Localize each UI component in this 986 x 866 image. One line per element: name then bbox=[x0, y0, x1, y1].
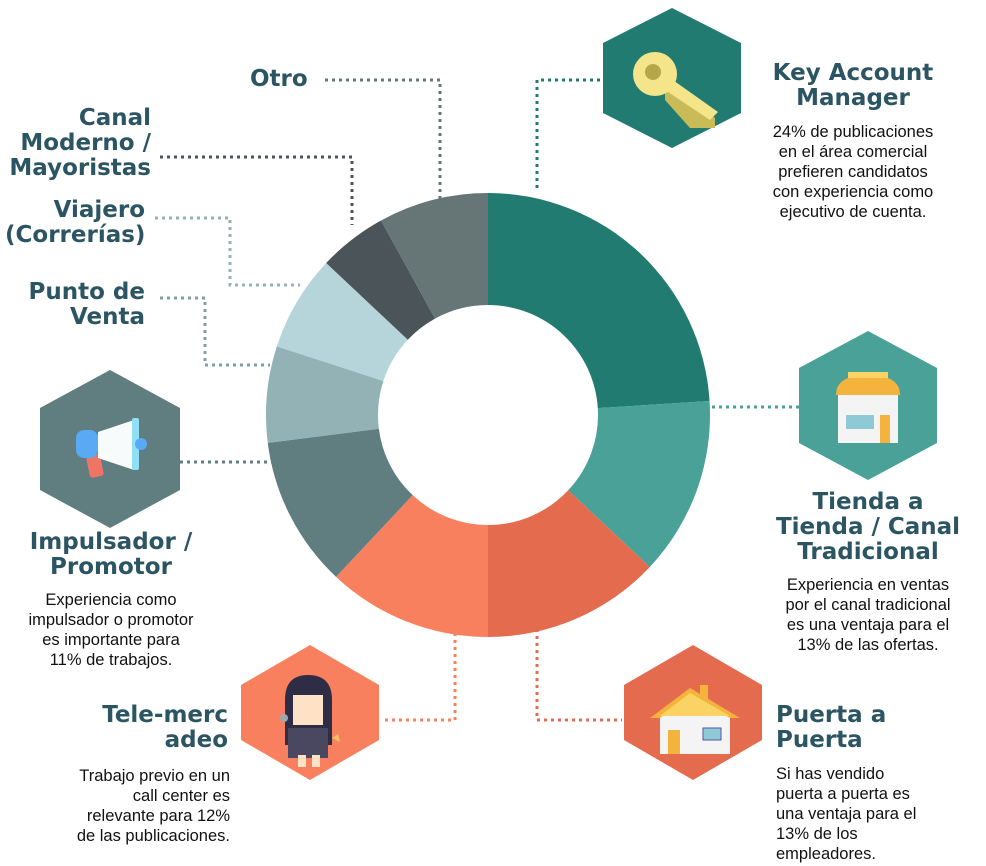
connector-tele bbox=[385, 625, 457, 722]
impulsador-title: Impulsador /Promotor bbox=[0, 530, 222, 580]
text-line: 13% de los bbox=[776, 825, 858, 843]
text-line: empleadores. bbox=[776, 845, 876, 863]
label-otro: Otro bbox=[250, 66, 308, 92]
title-line: Impulsador / bbox=[29, 529, 193, 555]
text-line: una ventaja para el bbox=[776, 805, 917, 823]
label-viajero: Viajero(Correrías) bbox=[5, 198, 145, 248]
text-line: ejecutivo de cuenta. bbox=[779, 203, 927, 221]
donut-slice-punto-de-venta bbox=[266, 346, 384, 443]
call-center-agent-icon bbox=[280, 675, 340, 767]
tienda-text: Experiencia en ventas por el canal tradic… bbox=[758, 575, 978, 655]
connector-kam bbox=[535, 78, 600, 190]
impulsador-text: Experiencia como impulsador o promotor es … bbox=[0, 590, 222, 670]
label-line: Moderno / bbox=[20, 130, 151, 156]
text-line: por el canal tradicional bbox=[785, 596, 951, 614]
key-icon bbox=[633, 52, 718, 128]
text-line: relevante para 12% bbox=[86, 807, 230, 825]
label-line: Viajero bbox=[53, 197, 145, 223]
text-line: impulsador o promotor bbox=[28, 611, 194, 629]
connector-otro bbox=[325, 78, 442, 205]
store-icon bbox=[836, 372, 900, 443]
text-line: en el área comercial bbox=[778, 143, 928, 161]
donut-slice-tele-mercadeo bbox=[336, 495, 488, 637]
text-line: es importante para bbox=[42, 631, 180, 649]
text-line: call center es bbox=[132, 787, 230, 805]
donut-slice-key-account-manager bbox=[488, 193, 710, 409]
donut-slice-otro bbox=[381, 193, 488, 319]
donut-slice-viajero-correr-as- bbox=[276, 263, 408, 382]
text-line: 11% de trabajos. bbox=[49, 651, 173, 669]
label-line: (Correrías) bbox=[5, 222, 146, 248]
donut-chart bbox=[266, 193, 710, 637]
title-line: Tienda a bbox=[812, 489, 924, 515]
label-line: Punto de bbox=[28, 279, 145, 305]
connector-puerta bbox=[535, 622, 622, 722]
title-line: Promotor bbox=[50, 554, 172, 580]
title-line: Tele-merc bbox=[102, 702, 228, 728]
house-icon bbox=[650, 685, 740, 754]
donut-slice-tienda-a-tienda-canal-tradicional bbox=[568, 401, 710, 567]
title-line: Tienda / Canal bbox=[775, 514, 961, 540]
label-line: Canal bbox=[78, 105, 151, 131]
label-line: Venta bbox=[69, 304, 145, 330]
label-line: Mayoristas bbox=[9, 155, 151, 181]
connector-viajero bbox=[155, 216, 300, 287]
text-line: 13% de las ofertas. bbox=[797, 636, 939, 654]
connector-canal bbox=[160, 155, 354, 225]
text-line: Experiencia en ventas bbox=[786, 576, 950, 594]
text-line: Trabajo previo en un bbox=[79, 767, 230, 785]
connector-punto bbox=[160, 296, 270, 367]
text-line: de las publicaciones. bbox=[76, 827, 230, 845]
title-line: Puerta bbox=[776, 727, 863, 753]
kam-text: 24% de publicaciones en el área comercial… bbox=[740, 122, 966, 222]
text-line: Si has vendido bbox=[776, 765, 885, 783]
text-line: puerta a puerta es bbox=[776, 785, 910, 803]
tele-text: Trabajo previo en un call center es releva… bbox=[20, 766, 230, 846]
title-line: Manager bbox=[796, 85, 910, 111]
text-line: es una ventaja para el bbox=[786, 616, 950, 634]
title-line: adeo bbox=[164, 727, 228, 753]
title-line: Puerta a bbox=[776, 702, 887, 728]
title-line: Tradicional bbox=[797, 539, 939, 565]
donut-slice-canal-moderno-mayoristas bbox=[326, 220, 436, 340]
title-line: Key Account bbox=[772, 60, 934, 86]
connectors bbox=[155, 78, 800, 722]
donut-slice-impulsador-promotor bbox=[267, 428, 413, 577]
text-line: 24% de publicaciones bbox=[772, 123, 934, 141]
megaphone-icon bbox=[76, 418, 147, 478]
puerta-text: Si has vendido puerta a puerta es una vent… bbox=[776, 764, 976, 864]
text-line: Experiencia como bbox=[45, 591, 177, 609]
text-line: con experiencia como bbox=[772, 183, 934, 201]
text-line: prefieren candidatos bbox=[778, 163, 928, 181]
donut-slice-puerta-a-puerta bbox=[488, 490, 650, 637]
